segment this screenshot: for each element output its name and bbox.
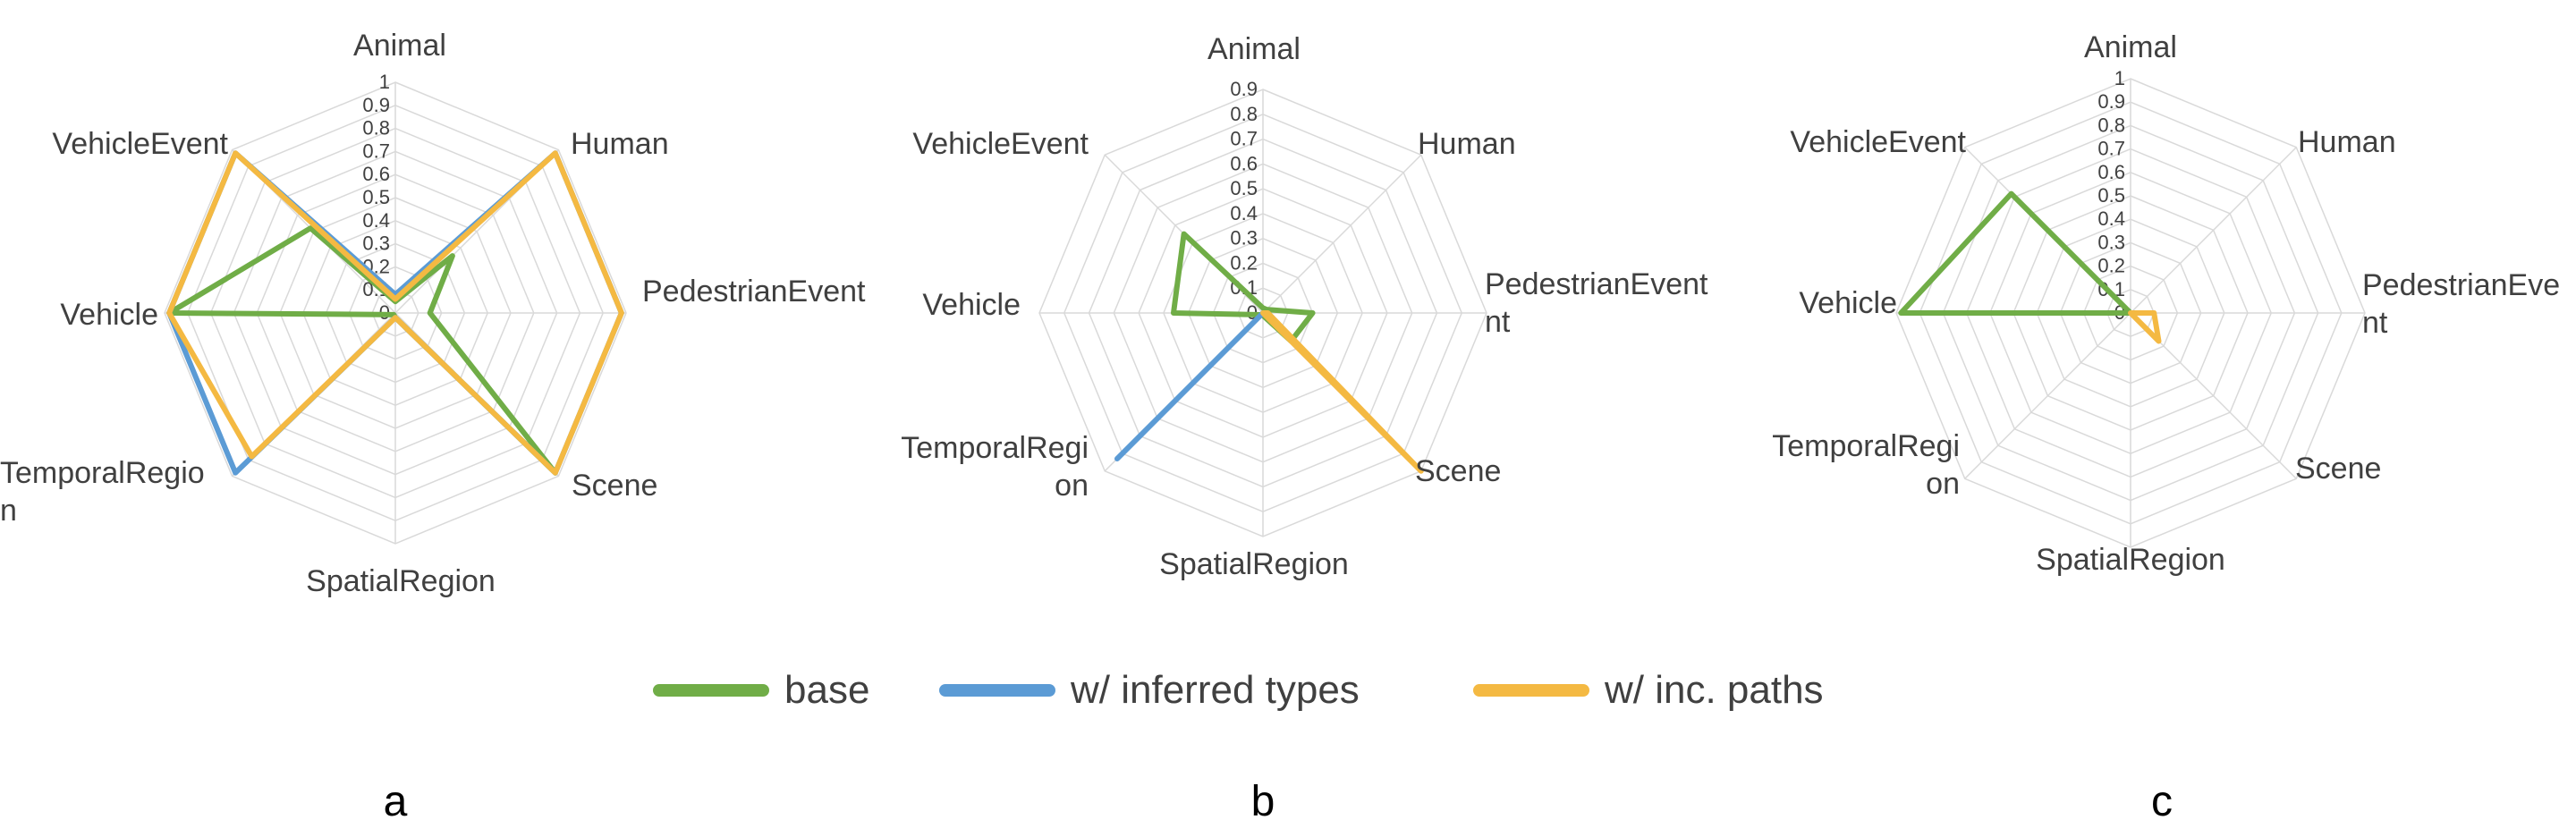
panel-label-b: b (1251, 778, 1275, 825)
category-label-scene: Scene (2295, 452, 2381, 486)
series-line-w-inc-paths (2128, 310, 2162, 344)
tick-label: 0.3 (362, 232, 390, 255)
tick-label: 0.4 (1230, 202, 1258, 224)
tick-label: 0.8 (1230, 103, 1258, 125)
category-label-human: Human (2298, 125, 2396, 159)
legend-item-w-inferred-types: w/ inferred types (939, 668, 1360, 712)
grid-spoke (1262, 154, 1422, 314)
tick-label: 0.8 (2097, 114, 2125, 136)
tick-label: 0.4 (2097, 207, 2125, 230)
tick-label: 0.5 (362, 186, 390, 208)
tick-label: 0.9 (1230, 78, 1258, 100)
category-label-vehicle: Vehicle (1799, 286, 1897, 320)
series-line-base (1898, 190, 2133, 316)
category-label-vehicleevent: VehicleEvent (52, 127, 228, 161)
category-label-scene: Scene (1415, 454, 1501, 488)
tick-label: 1 (379, 71, 390, 93)
radar-chart-a: 00.10.20.30.40.50.60.70.80.91AnimalHuman… (0, 29, 866, 598)
category-label-animal: Animal (353, 29, 446, 63)
legend-label-w-inc-paths: w/ inc. paths (1604, 668, 1824, 712)
tick-label: 0.6 (362, 163, 390, 185)
tick-label: 0.7 (2097, 138, 2125, 160)
series-line-w-inc-paths (166, 150, 624, 476)
category-label-pedestrianevent: PedestrianEvent (642, 275, 866, 309)
category-label-vehicle: Vehicle (60, 298, 158, 332)
legend-item-base: base (653, 668, 869, 712)
grid-spoke (2130, 147, 2297, 314)
tick-label: 0.9 (2097, 90, 2125, 113)
series-line-w-inferred-types (1114, 310, 1266, 462)
tick-label: 0.6 (2097, 161, 2125, 183)
legend-item-w-inc-paths: w/ inc. paths (1473, 668, 1824, 712)
category-label-spatialregion: SpatialRegion (1159, 547, 1349, 581)
tick-label: 0.3 (2097, 231, 2125, 253)
category-label-human: Human (571, 127, 669, 161)
category-label-vehicleevent: VehicleEvent (1790, 125, 1966, 159)
series-line-w-inc-paths (1260, 310, 1424, 474)
tick-label: 0.9 (362, 94, 390, 116)
tick-label: 0.4 (362, 209, 390, 232)
category-label-vehicle: Vehicle (922, 288, 1021, 322)
tick-label: 0.8 (362, 117, 390, 140)
radar-chart-b: 00.10.20.30.40.50.60.70.80.9AnimalHumanP… (901, 32, 1708, 581)
legend-label-w-inferred-types: w/ inferred types (1070, 668, 1360, 712)
category-label-animal: Animal (1208, 32, 1301, 66)
radar-chart-c: 00.10.20.30.40.50.60.70.80.91AnimalHuman… (1772, 30, 2560, 577)
panel-label-c: c (2151, 778, 2173, 825)
category-label-scene: Scene (572, 469, 657, 503)
legend-label-base: base (784, 668, 869, 712)
category-label-vehicleevent: VehicleEvent (912, 127, 1089, 161)
category-label-spatialregion: SpatialRegion (2036, 543, 2225, 577)
grid-spoke (1964, 312, 2131, 479)
tick-label: 0.3 (1230, 227, 1258, 249)
tick-label: 0.7 (362, 140, 390, 162)
panel-label-a: a (384, 778, 408, 825)
tick-label: 0.2 (1230, 251, 1258, 274)
tick-label: 0.2 (2097, 255, 2125, 277)
category-label-animal: Animal (2084, 30, 2177, 64)
category-label-human: Human (1418, 127, 1516, 161)
tick-label: 0.5 (1230, 177, 1258, 199)
tick-label: 1 (2114, 67, 2125, 89)
tick-label: 0.5 (2097, 184, 2125, 207)
tick-label: 0.6 (1230, 152, 1258, 174)
category-label-spatialregion: SpatialRegion (306, 564, 496, 598)
legend: base w/ inferred types w/ inc. paths (653, 668, 1824, 712)
tick-label: 0.7 (1230, 128, 1258, 150)
